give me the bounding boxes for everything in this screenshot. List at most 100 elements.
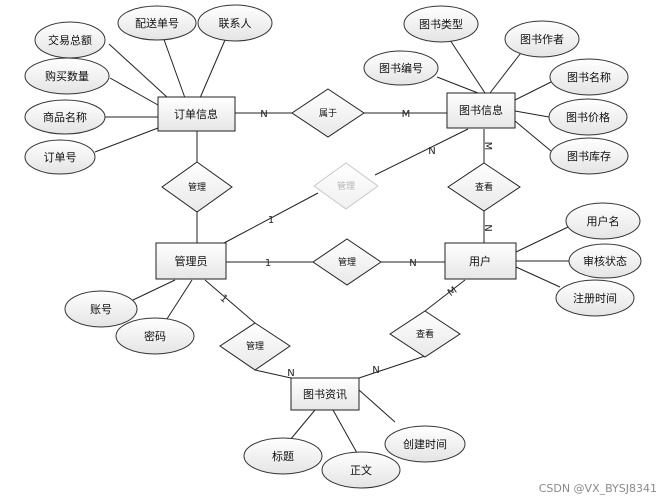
- relationship-manage-user: 管理: [312, 238, 382, 286]
- relationship-label: 属于: [319, 108, 337, 119]
- relationship-belongs: 属于: [291, 88, 365, 138]
- attribute-label: 正文: [350, 463, 372, 477]
- cardinality-book-manage: N: [428, 146, 435, 157]
- edge-order-total: [108, 43, 169, 99]
- attribute-book-author: 图书作者: [504, 20, 580, 58]
- relationship-manage-order: 管理: [161, 161, 233, 213]
- edge-manage-book: [374, 128, 469, 176]
- attribute-admin-account: 账号: [64, 290, 138, 328]
- attribute-book-price: 图书价格: [548, 98, 628, 136]
- attribute-book-no: 图书编号: [363, 50, 439, 86]
- edge-order-contact: [199, 39, 226, 99]
- attribute-label: 密码: [144, 329, 166, 343]
- relationship-label: 管理: [337, 180, 355, 192]
- attributes: 交易总额 配送单号 联系人 购买数量 商品名称 订单号 图书类型 图书作者: [24, 4, 642, 489]
- attribute-label: 图书编号: [379, 61, 423, 75]
- attribute-label: 账号: [90, 303, 112, 316]
- attribute-label: 交易总额: [48, 33, 92, 47]
- attribute-book-type: 图书类型: [403, 5, 479, 43]
- relationship-label: 管理: [188, 181, 206, 193]
- relationships: 属于 管理 管理 查看 管理 管理 查看: [161, 88, 521, 371]
- cardinality-book-belongs: M: [402, 109, 411, 120]
- relationship-label: 查看: [475, 181, 493, 193]
- relationship-manage-news: 管理: [219, 322, 291, 371]
- entity-label: 管理员: [175, 254, 208, 268]
- edge-news-title: [289, 409, 316, 441]
- attribute-order-total: 交易总额: [34, 21, 106, 59]
- entity-news: 图书资讯: [290, 377, 360, 411]
- attribute-label: 配送单号: [135, 16, 179, 30]
- edge-order-no: [94, 127, 159, 153]
- attribute-user-reg-time: 注册时间: [555, 279, 635, 317]
- entity-label: 图书信息: [459, 103, 503, 117]
- entity-order: 订单信息: [157, 96, 236, 132]
- edge-news-create-time: [358, 389, 396, 423]
- cardinality-order-belongs: N: [260, 109, 267, 120]
- attribute-book-name: 图书名称: [549, 58, 629, 96]
- relationship-label: 查看: [416, 328, 434, 340]
- cardinality-book-view: M: [482, 142, 493, 151]
- relationship-view-news: 查看: [389, 310, 461, 358]
- cardinality-admin-manage-news: 1: [218, 293, 230, 306]
- attribute-label: 图书库存: [567, 149, 611, 163]
- edge-book-type: [447, 36, 486, 94]
- attribute-news-create-time: 创建时间: [384, 425, 466, 463]
- entity-label: 订单信息: [174, 107, 218, 121]
- entity-label: 图书资讯: [303, 388, 347, 401]
- relationship-label: 管理: [338, 256, 356, 268]
- attribute-order-qty: 购买数量: [24, 57, 110, 95]
- attribute-label: 联系人: [219, 17, 252, 30]
- attribute-user-name: 用户名: [565, 202, 641, 240]
- attribute-label: 创建时间: [403, 437, 447, 451]
- edge-user-reg-time: [515, 266, 561, 288]
- cardinality-user-manage: N: [409, 258, 416, 269]
- attribute-label: 标题: [272, 449, 294, 463]
- attribute-order-delivery-no: 配送单号: [117, 5, 197, 41]
- cardinality-user-view-book: N: [482, 224, 493, 231]
- edge-book-stock: [514, 120, 552, 152]
- edge-order-qty: [109, 77, 159, 106]
- edge-news-body: [332, 409, 358, 454]
- attribute-label: 用户名: [587, 214, 620, 228]
- attribute-book-stock: 图书库存: [549, 137, 629, 175]
- cardinalities: N M N 1 M N 1 N 1 N N M: [218, 109, 493, 379]
- attribute-order-no: 订单号: [24, 139, 96, 175]
- relationship-label: 管理: [246, 340, 264, 352]
- attribute-label: 图书类型: [419, 17, 463, 31]
- entity-admin: 管理员: [155, 242, 227, 280]
- entities: 订单信息 图书信息 管理员 用户 图书资讯: [155, 92, 517, 411]
- edge-admin-account: [132, 279, 176, 301]
- edge-manage-news: [254, 369, 292, 379]
- entity-book: 图书信息: [446, 92, 516, 129]
- attribute-label: 商品名称: [43, 110, 87, 124]
- cardinality-news-manage: N: [287, 368, 294, 379]
- cardinality-admin-manage-user: 1: [265, 258, 271, 269]
- edge-news-view: [358, 355, 426, 379]
- attribute-news-title: 标题: [243, 437, 323, 475]
- edge-book-no: [436, 76, 479, 94]
- edge-admin-manage-news: [204, 279, 256, 324]
- cardinality-user-view-news: M: [446, 285, 459, 299]
- attribute-admin-password: 密码: [115, 317, 195, 355]
- cardinality-news-view: N: [372, 365, 379, 376]
- edge-book-price: [514, 110, 550, 118]
- edge-view-user-news: [424, 279, 466, 312]
- edge-book-name: [514, 81, 552, 101]
- relationship-view-book: 查看: [447, 162, 521, 212]
- attribute-label: 订单号: [44, 151, 77, 164]
- entity-label: 用户: [469, 254, 491, 268]
- attribute-label: 审核状态: [583, 254, 627, 268]
- attribute-news-body: 正文: [321, 451, 401, 489]
- entity-user: 用户: [444, 242, 517, 280]
- edge-admin-password: [164, 279, 193, 323]
- attribute-label: 购买数量: [45, 69, 89, 83]
- attribute-user-review: 审核状态: [568, 243, 642, 279]
- attribute-label: 图书价格: [566, 110, 610, 124]
- edge-order-delivery-no: [161, 33, 186, 99]
- watermark: CSDN @VX_BYSJ8341: [539, 482, 657, 495]
- edge-admin-manage-book: [223, 192, 319, 244]
- edge-user-name: [515, 226, 569, 253]
- attribute-label: 图书名称: [567, 70, 611, 84]
- attribute-order-product: 商品名称: [24, 99, 106, 135]
